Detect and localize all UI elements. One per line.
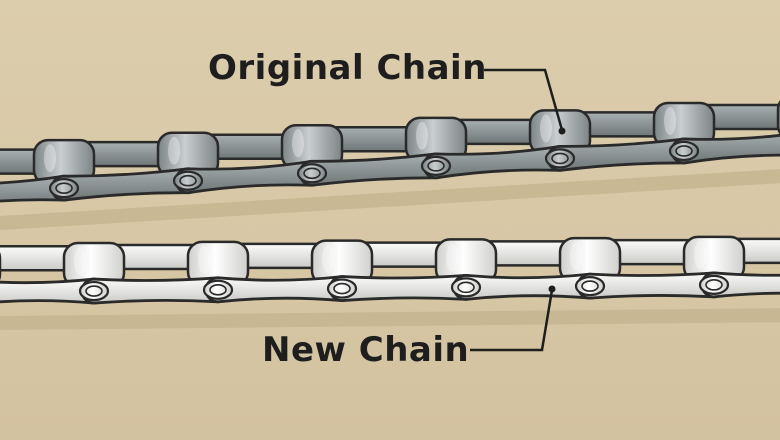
new-chain-pin-rivet (457, 281, 475, 294)
new-chain-roller-highlight (570, 242, 582, 271)
original-chain-pin (48, 178, 80, 199)
new-chain-pin (450, 277, 482, 298)
original-chain-pin-rivet (427, 160, 445, 172)
original-chain-roller-highlight (44, 144, 56, 173)
new-chain-roller-highlight (694, 240, 706, 269)
original-chain-pin (668, 140, 700, 162)
original-chain-pin (420, 155, 452, 176)
original-chain-pin (172, 170, 204, 191)
original-chain-roller-highlight (292, 129, 304, 158)
new-chain-leader-line (470, 289, 554, 352)
original-chain-pin-rivet (303, 167, 321, 180)
new-chain-pin (574, 276, 606, 297)
original-chain-pin-rivet (179, 174, 197, 187)
original-chain-roller-highlight (168, 136, 180, 165)
new-chain-label: New Chain (262, 330, 470, 370)
new-chain-roller-highlight (322, 244, 334, 273)
new-chain-pointer-dot (548, 285, 556, 293)
new-chain-pin (326, 278, 358, 299)
original-chain-roller-highlight (540, 114, 552, 143)
original-chain-pin (544, 148, 576, 169)
original-chain-roller-highlight (664, 106, 676, 135)
new-chain-shadow (0, 308, 780, 330)
new-chain-roller-highlight (446, 243, 458, 272)
original-chain-label: Original Chain (208, 48, 487, 88)
original-chain-pin-rivet (675, 145, 693, 157)
new-chain-pin (698, 274, 730, 295)
new-chain-pin-rivet (581, 280, 599, 292)
new-chain-roller-highlight (74, 247, 86, 276)
original-chain (0, 100, 780, 230)
new-chain-pin (202, 279, 234, 300)
new-chain-pin (78, 280, 110, 302)
new-chain-pin-rivet (333, 282, 351, 295)
new-chain (0, 235, 780, 330)
original-chain-pin-rivet (551, 152, 569, 165)
original-chain-roller-highlight (416, 121, 428, 150)
original-chain-pointer-dot (558, 127, 566, 135)
original-chain-pin (296, 163, 328, 184)
new-chain-pin-rivet (85, 285, 103, 297)
new-chain-pin-rivet (705, 279, 723, 291)
new-chain-roller-highlight (198, 245, 210, 274)
original-chain-pin-rivet (55, 182, 73, 194)
original-chain-shadow (0, 169, 780, 230)
original-chain-leader-line (484, 68, 564, 131)
new-chain-pin-rivet (209, 284, 227, 296)
